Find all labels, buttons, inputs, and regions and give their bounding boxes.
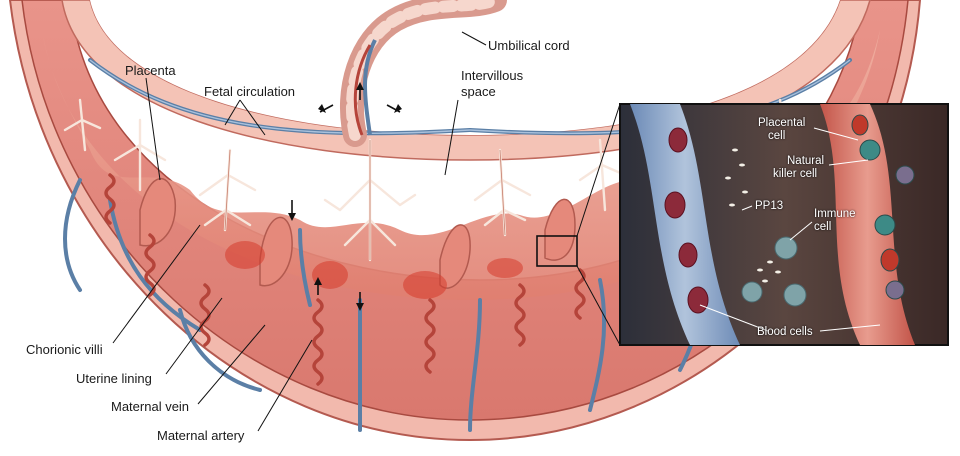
inset-label-natural-killer-2: killer cell (773, 168, 818, 180)
label-maternal-vein: Maternal vein (111, 399, 190, 414)
inset-label-placental-cell-2: cell (768, 130, 786, 142)
label-intervillous-1: Intervillous (461, 68, 524, 83)
chorionic-villi-outline (224, 140, 506, 260)
zoom-region-marker (536, 235, 578, 267)
inset-label-blood-cells: Blood cells (757, 326, 813, 338)
inset-label-immune-1: Immune (814, 208, 856, 220)
label-chorionic-villi: Chorionic villi (26, 342, 103, 357)
leader-lines (112, 31, 487, 432)
inset-label-placental-cell-1: Placental (758, 117, 806, 129)
inset-label-natural-killer-1: Natural (787, 155, 825, 167)
label-uterine-lining: Uterine lining (76, 371, 152, 386)
label-intervillous-2: space (461, 84, 496, 99)
label-fetal-circulation: Fetal circulation (204, 84, 296, 99)
umbilical-cord (340, 0, 507, 147)
arrow-heads (288, 82, 402, 311)
maternal-blood-pools (225, 241, 523, 299)
label-umbilical-cord: Umbilical cord (488, 38, 570, 53)
placental-septa (139, 178, 576, 289)
inset-label-immune-2: cell (814, 221, 832, 233)
inset-panel (619, 103, 949, 346)
inset-label-pp13: PP13 (755, 200, 784, 212)
amniotic-cavity (90, 0, 840, 135)
label-maternal-artery: Maternal artery (157, 428, 245, 443)
label-placenta: Placenta (125, 63, 176, 78)
